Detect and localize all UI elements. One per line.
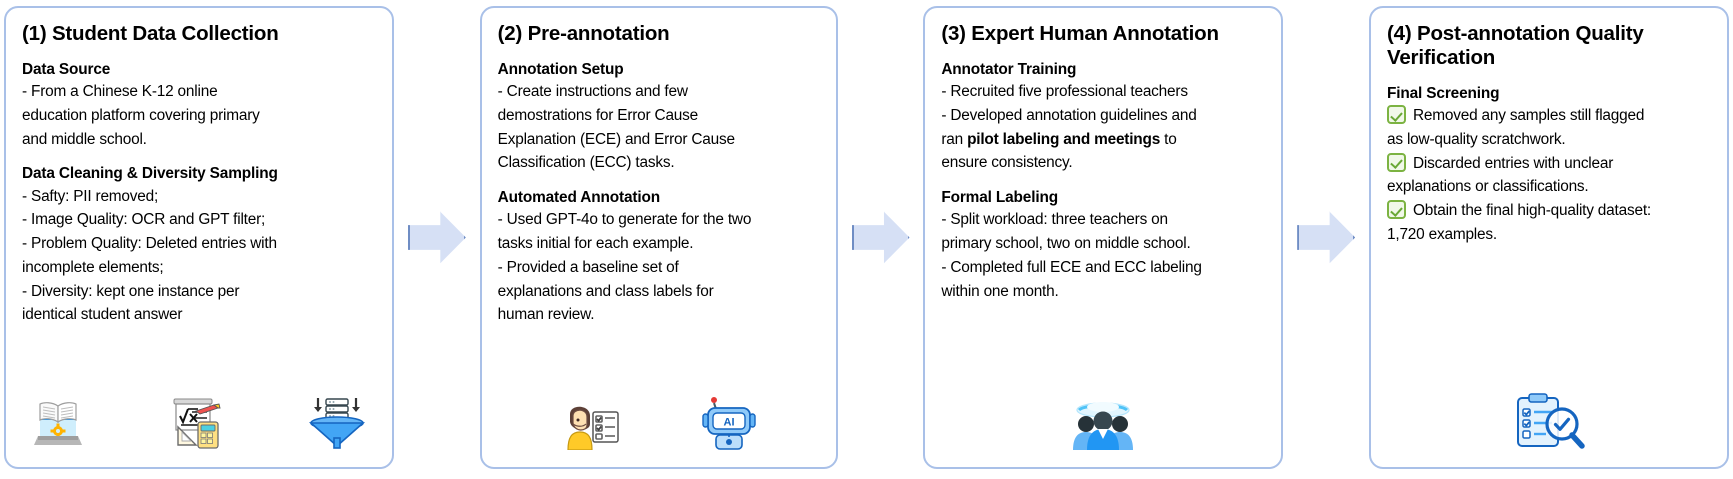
flow-arrow-2-to-3: [838, 6, 924, 469]
stage-4-section-1: Final Screening Removed any samples stil…: [1387, 84, 1711, 247]
stage-3-icon-row: [941, 388, 1265, 459]
flow-arrow-1-to-2: [394, 6, 480, 469]
checkmark-icon: [1387, 152, 1407, 172]
stage-panel-2: (2) Pre-annotation Annotation Setup - Cr…: [479, 6, 838, 469]
section-heading: Data Cleaning & Diversity Sampling: [22, 165, 278, 183]
stage-panel-4: (4) Post-annotation Quality Verification…: [1369, 6, 1730, 469]
stage-2-section-1: Annotation Setup - Create instructions a…: [498, 60, 820, 175]
stage-3-section-1: Annotator Training - Recruited five prof…: [941, 60, 1265, 175]
stage-panel-1: (1) Student Data Collection Data Source …: [4, 6, 394, 469]
svg-text:AI: AI: [723, 417, 734, 429]
stage-panel-3: (3) Expert Human Annotation Annotator Tr…: [923, 6, 1284, 469]
stage-1-icon-row: [22, 388, 376, 459]
data-funnel-icon: [306, 394, 368, 455]
stage-2-section-2: Automated Annotation - Used GPT-4o to ge…: [498, 188, 820, 327]
arrow-right-icon: [851, 211, 910, 264]
clipboard-magnifier-icon: [1512, 392, 1586, 455]
stage-3-title: (3) Expert Human Annotation: [941, 22, 1219, 45]
stage-4-icon-row: [1387, 386, 1711, 459]
stage-2-icon-row: AI: [498, 388, 820, 459]
stage-4-title: (4) Post-annotation Quality Verification: [1387, 22, 1644, 69]
section-heading: Final Screening: [1387, 84, 1500, 102]
checkmark-icon: [1387, 105, 1407, 125]
arrow-right-icon: [407, 211, 466, 264]
checkmark-icon: [1387, 200, 1407, 220]
teacher-group-icon: [1065, 394, 1141, 455]
stage-1-section-1: Data Source - From a Chinese K-12 online…: [22, 60, 376, 151]
flow-arrow-3-to-4: [1283, 6, 1369, 469]
stage-3-section-2: Formal Labeling - Split workload: three …: [941, 188, 1265, 303]
section-heading: Data Source: [22, 60, 111, 78]
stage-1-title: (1) Student Data Collection: [22, 22, 279, 45]
arrow-right-icon: [1297, 211, 1356, 264]
section-heading: Automated Annotation: [497, 189, 660, 207]
ai-robot-icon: AI: [700, 394, 758, 455]
section-body: - Recruited five professional teachers- …: [941, 83, 1197, 172]
stage-1-section-2: Data Cleaning & Diversity Sampling - Saf…: [22, 164, 376, 327]
math-whiteboard-calculator-icon: [166, 394, 226, 455]
section-heading: Annotator Training: [941, 60, 1077, 78]
stage-2-title: (2) Pre-annotation: [497, 22, 670, 45]
section-body: - Safty: PII removed;- Image Quality: OC…: [22, 187, 277, 324]
person-checklist-icon: [560, 396, 622, 455]
section-heading: Formal Labeling: [941, 189, 1058, 207]
open-book-laptop-icon: [30, 396, 86, 455]
section-heading: Annotation Setup: [497, 60, 624, 78]
